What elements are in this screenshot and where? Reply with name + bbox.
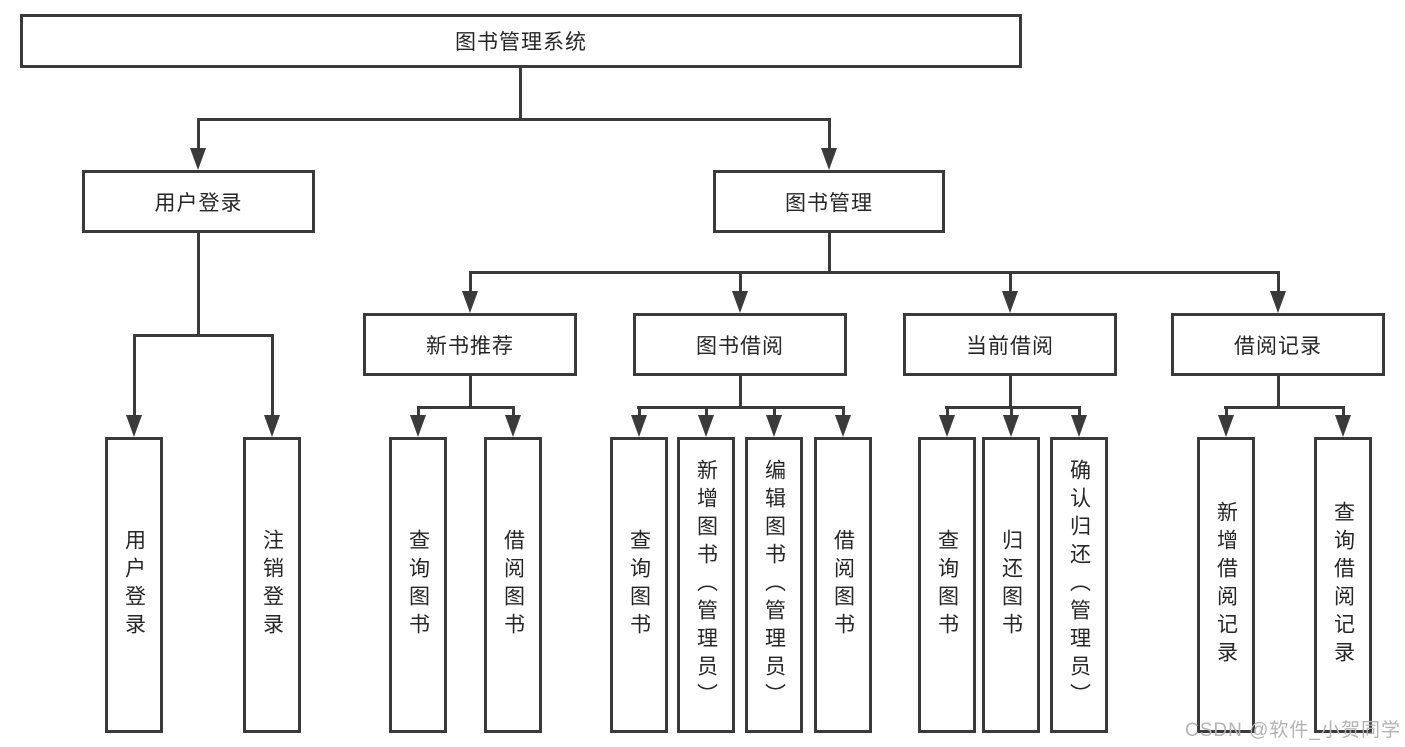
arrow-down-icon <box>264 415 280 437</box>
arrow-down-icon <box>939 415 955 437</box>
arrow-down-icon <box>1071 415 1087 437</box>
leaf-newbook-borrow-books: 借阅图书 <box>484 437 542 733</box>
connector-stub <box>1342 406 1345 417</box>
connector-stub <box>512 406 515 417</box>
leaf-label: 新增借阅记录 <box>1214 501 1238 669</box>
connector-to-user-login <box>197 119 200 151</box>
node-root: 图书管理系统 <box>20 14 1022 68</box>
leaf-label: 借阅图书 <box>501 529 525 641</box>
leaf-label: 确认归还（管理员） <box>1067 459 1091 711</box>
connector-to-leaf-logout <box>271 335 274 417</box>
leaf-label: 查询借阅记录 <box>1331 501 1355 669</box>
leaf-label: 用户登录 <box>122 529 146 641</box>
connector-borrowing-records-drop <box>1277 375 1280 409</box>
leaf-label: 查询图书 <box>627 529 651 641</box>
connector-to-current-borrowing <box>1009 272 1012 293</box>
connector-to-book-borrowing <box>739 272 742 293</box>
connector-book-borrowing-drop <box>739 376 742 409</box>
connector-current-borrowing-splitter <box>945 406 1081 409</box>
connector-new-book-recommend-splitter <box>417 406 515 409</box>
connector-stub <box>842 406 845 417</box>
leaf-records-add-record: 新增借阅记录 <box>1197 437 1255 733</box>
arrow-down-icon <box>835 415 851 437</box>
arrow-down-icon <box>698 415 714 437</box>
connector-stub <box>638 406 641 417</box>
node-book-management: 图书管理 <box>713 170 945 233</box>
connector-stub <box>773 406 776 417</box>
arrow-down-icon <box>821 148 837 170</box>
leaf-label: 借阅图书 <box>831 529 855 641</box>
arrow-down-icon <box>766 415 782 437</box>
connector-stub <box>1010 406 1013 417</box>
connector-to-book-management <box>828 119 831 151</box>
connector-user-login-splitter <box>133 334 274 337</box>
connector-book-management-splitter <box>469 271 1280 274</box>
connector-book-borrowing-splitter <box>637 406 845 409</box>
leaf-current-confirm-return-admin: 确认归还（管理员） <box>1050 437 1108 733</box>
arrow-down-icon <box>1003 415 1019 437</box>
leaf-borrowing-add-books-admin: 新增图书（管理员） <box>677 437 735 733</box>
arrow-down-icon <box>1218 415 1234 437</box>
leaf-label: 注销登录 <box>260 529 284 641</box>
connector-stub <box>417 406 420 417</box>
connector-to-leaf-user-login <box>133 335 136 417</box>
leaf-label: 查询图书 <box>935 529 959 641</box>
watermark-text: CSDN @软件_小贺同学 <box>1185 720 1401 741</box>
arrow-down-icon <box>190 148 206 170</box>
arrow-down-icon <box>1335 415 1351 437</box>
arrow-down-icon <box>631 415 647 437</box>
arrow-down-icon <box>1002 291 1018 313</box>
leaf-newbook-query-books: 查询图书 <box>389 437 447 733</box>
connector-book-management-drop <box>828 233 831 274</box>
connector-root-drop <box>519 66 522 120</box>
connector-user-login-drop <box>197 233 200 337</box>
arrow-down-icon <box>462 291 478 313</box>
node-new-book-recommend: 新书推荐 <box>363 313 577 376</box>
node-book-borrowing: 图书借阅 <box>633 313 847 376</box>
connector-borrowing-records-splitter <box>1224 406 1345 409</box>
connector-root-splitter <box>197 118 831 121</box>
arrow-down-icon <box>1270 291 1286 313</box>
connector-to-new-book-recommend <box>469 272 472 293</box>
node-current-borrowing: 当前借阅 <box>903 313 1117 376</box>
leaf-label: 新增图书（管理员） <box>694 459 718 711</box>
connector-new-book-recommend-drop <box>469 376 472 409</box>
node-borrowing-records: 借阅记录 <box>1171 313 1385 376</box>
connector-to-borrowing-records <box>1277 272 1280 293</box>
leaf-borrowing-edit-books-admin: 编辑图书（管理员） <box>745 437 803 733</box>
leaf-label: 归还图书 <box>999 529 1023 641</box>
arrow-down-icon <box>410 415 426 437</box>
leaf-label: 编辑图书（管理员） <box>762 459 786 711</box>
leaf-user-login: 用户登录 <box>105 437 163 733</box>
leaf-borrowing-query-books: 查询图书 <box>610 437 668 733</box>
leaf-borrowing-borrow-books: 借阅图书 <box>814 437 872 733</box>
leaf-current-query-books: 查询图书 <box>918 437 976 733</box>
connector-stub <box>1078 406 1081 417</box>
leaf-label: 查询图书 <box>406 529 430 641</box>
leaf-current-return-books: 归还图书 <box>982 437 1040 733</box>
arrow-down-icon <box>505 415 521 437</box>
connector-stub <box>1225 406 1228 417</box>
connector-stub <box>705 406 708 417</box>
leaf-logout: 注销登录 <box>243 437 301 733</box>
node-user-login: 用户登录 <box>82 170 315 233</box>
arrow-down-icon <box>732 291 748 313</box>
leaf-records-query-record: 查询借阅记录 <box>1314 437 1372 733</box>
connector-current-borrowing-drop <box>1009 376 1012 409</box>
connector-stub <box>946 406 949 417</box>
arrow-down-icon <box>126 415 142 437</box>
